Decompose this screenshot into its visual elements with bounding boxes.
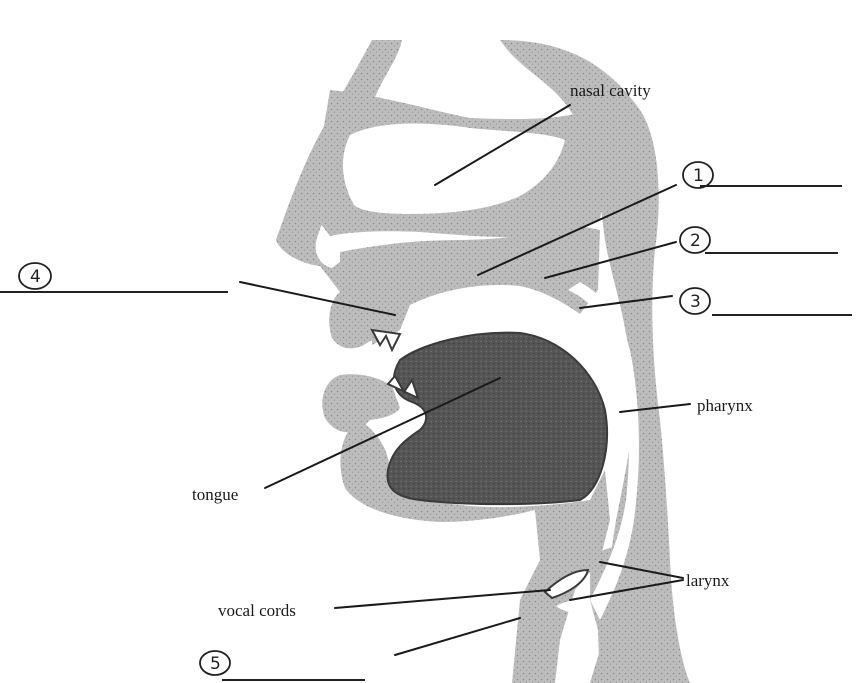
palate-tissue	[340, 226, 600, 345]
tongue-label: tongue	[192, 485, 238, 504]
marker-5-number: 5	[210, 654, 221, 674]
tongue-shape	[387, 333, 607, 505]
marker-2-number: 2	[690, 231, 701, 251]
upper-teeth	[372, 330, 400, 350]
upper-lip	[329, 292, 372, 348]
vocal-cords-label: vocal cords	[218, 601, 296, 620]
marker-4-number: 4	[30, 267, 41, 287]
marker-5-leader	[395, 618, 520, 655]
marker-1-number: 1	[693, 166, 704, 186]
larynx-label: larynx	[686, 571, 730, 590]
pharynx-label: pharynx	[697, 396, 753, 415]
marker-3-number: 3	[690, 292, 701, 312]
nasal-cavity-label: nasal cavity	[570, 81, 651, 100]
vocal-cords-leader	[335, 590, 550, 608]
